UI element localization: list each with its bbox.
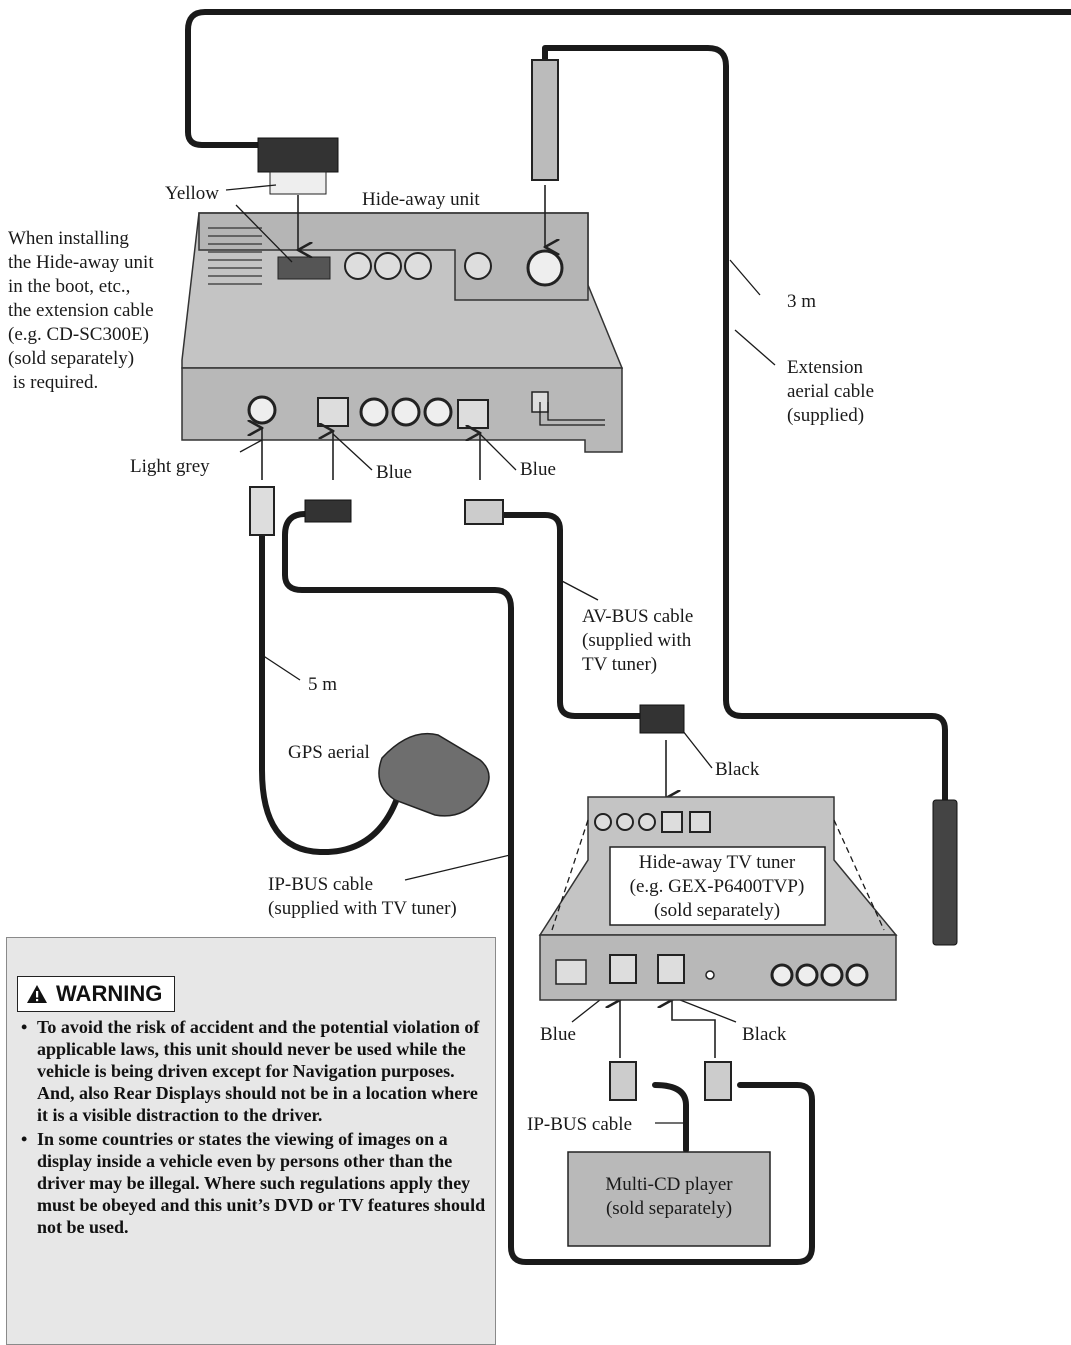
warning-triangle-icon (27, 985, 47, 1003)
vent-grille (208, 227, 262, 285)
warning-panel: WARNING To avoid the risk of accident an… (6, 937, 496, 1345)
label-black-top: Black (715, 759, 760, 780)
svg-text:(supplied with: (supplied with (582, 630, 692, 651)
ip-bus-tv-cable-line (282, 511, 815, 1265)
gps-aerial-puck (378, 732, 490, 817)
svg-text:IP-BUS cable: IP-BUS cable (268, 874, 373, 895)
label-ip-bus-cd: IP-BUS cable (527, 1114, 632, 1135)
warning-title: WARNING (17, 976, 176, 1012)
aerial-plug (531, 59, 559, 181)
svg-text:in the boot, etc.,: in the boot, etc., (8, 276, 130, 297)
light-grey-connector (249, 486, 275, 536)
svg-text:(e.g. CD-SC300E): (e.g. CD-SC300E) (8, 324, 149, 345)
svg-text:(supplied with TV tuner): (supplied with TV tuner) (268, 898, 457, 919)
ip-bus-cd-cable-line (652, 1082, 689, 1153)
svg-text:Multi-CD player: Multi-CD player (605, 1174, 733, 1195)
ip-bus-socket (317, 397, 349, 427)
blue-connector-left (304, 499, 352, 523)
svg-text:the Hide-away unit: the Hide-away unit (8, 252, 154, 273)
svg-text:(sold separately): (sold separately) (606, 1198, 732, 1219)
scart-socket (277, 256, 331, 280)
svg-text:(e.g. GEX-P6400TVP): (e.g. GEX-P6400TVP) (630, 876, 805, 897)
svg-text:(sold separately): (sold separately) (8, 348, 134, 369)
yellow-connector (257, 137, 339, 173)
label-extension-aerial: Extension aerial cable (supplied) (787, 357, 874, 426)
warning-item: In some countries or states the viewing … (21, 1128, 487, 1238)
svg-text:TV tuner): TV tuner) (582, 654, 657, 675)
tv-tuner-label-box (609, 846, 826, 926)
warning-list: To avoid the risk of accident and the po… (21, 1016, 487, 1240)
blue-connector-bottom (609, 1061, 637, 1101)
top-loop-cable (185, 9, 1071, 148)
label-gps-aerial: GPS aerial (288, 742, 370, 763)
label-cd-player: Multi-CD player (sold separately) (605, 1174, 733, 1219)
gps-aerial-cable-line (259, 532, 403, 856)
label-ip-bus-tv: IP-BUS cable (supplied with TV tuner) (268, 874, 457, 919)
label-blue-left: Blue (376, 462, 412, 483)
install-note: When installing the Hide-away unit in th… (8, 228, 154, 393)
svg-text:(sold separately): (sold separately) (654, 900, 780, 921)
warning-title-text: WARNING (56, 981, 163, 1006)
label-yellow: Yellow (165, 183, 219, 204)
av-bus-cable-line (500, 512, 643, 719)
rca-sockets-top (344, 252, 492, 280)
label-blue-right: Blue (520, 459, 556, 480)
rca-sockets-front (359, 397, 453, 427)
svg-text:is required.: is required. (8, 372, 98, 393)
svg-text:aerial cable: aerial cable (787, 381, 874, 402)
label-tv-tuner: Hide-away TV tuner (e.g. GEX-P6400TVP) (… (630, 852, 805, 921)
svg-text:AV-BUS cable: AV-BUS cable (582, 606, 693, 627)
label-av-bus: AV-BUS cable (supplied with TV tuner) (582, 606, 693, 675)
extension-aerial-end (932, 799, 958, 946)
label-black-bottom: Black (742, 1024, 787, 1045)
black-connector-top (639, 704, 685, 734)
label-light-grey: Light grey (130, 456, 210, 477)
gps-socket (247, 395, 277, 425)
label-hide-away-unit: Hide-away unit (362, 189, 480, 210)
warning-item: To avoid the risk of accident and the po… (21, 1016, 487, 1126)
blue-connector-right (464, 499, 504, 525)
aerial-socket (526, 249, 564, 287)
extension-aerial-cable (542, 45, 948, 803)
av-bus-socket (457, 399, 489, 429)
label-5m: 5 m (308, 674, 337, 695)
black-connector-bottom (704, 1061, 732, 1101)
svg-text:Extension: Extension (787, 357, 863, 378)
yellow-connector-tip (269, 171, 327, 195)
svg-text:the extension cable: the extension cable (8, 300, 154, 321)
cd-player-box (567, 1151, 771, 1247)
label-blue-bottom: Blue (540, 1024, 576, 1045)
svg-text:Hide-away TV tuner: Hide-away TV tuner (639, 852, 796, 873)
label-3m: 3 m (787, 291, 816, 312)
svg-text:(supplied): (supplied) (787, 405, 864, 426)
svg-text:When installing: When installing (8, 228, 129, 249)
hide-away-unit (181, 212, 624, 453)
